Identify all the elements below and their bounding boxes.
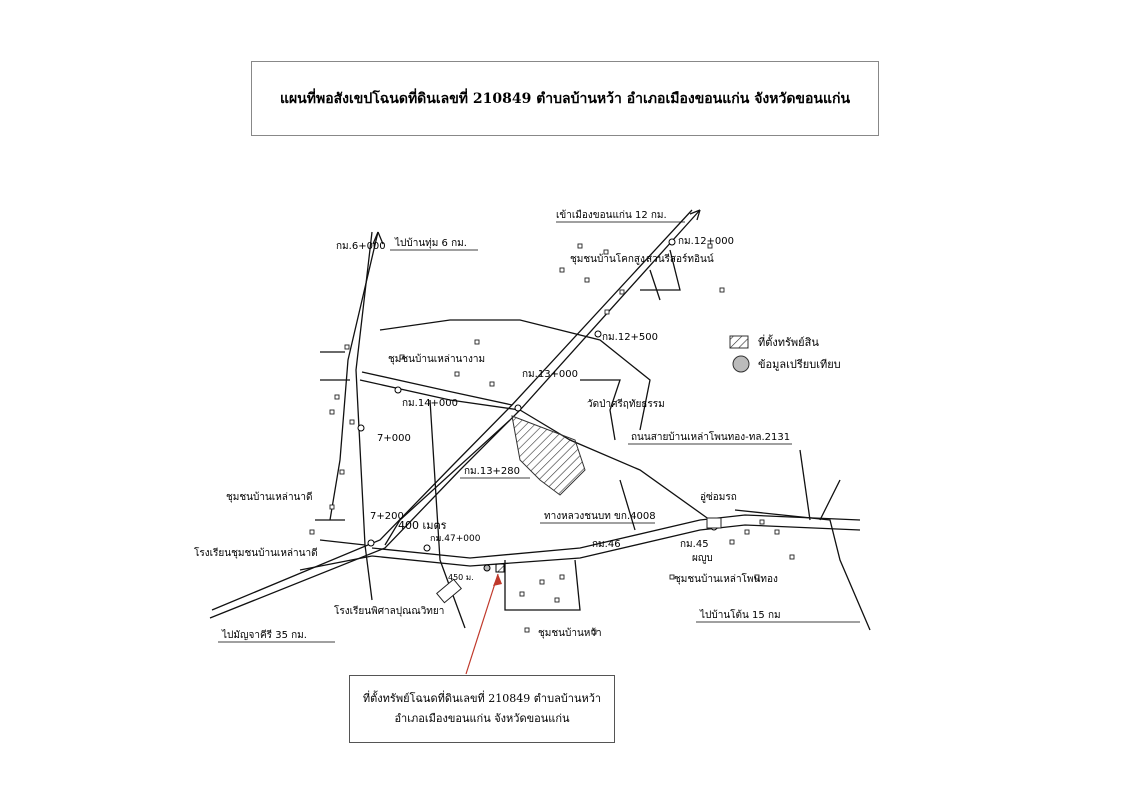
label-school-phisan: โรงเรียนพิศาลปุณณวิทยา bbox=[334, 604, 444, 617]
comparison-marker bbox=[483, 564, 491, 572]
label-community-khok-sung: ชุมชนบ้านโคกสูง bbox=[570, 252, 645, 265]
label-dist-450: 450 ม. bbox=[448, 573, 474, 582]
school-building bbox=[436, 578, 462, 604]
label-dist-400: 400 เมตร bbox=[398, 519, 447, 532]
label-km-45: กม.45 bbox=[680, 539, 709, 550]
label-wat-pa: วัดป่าศรีฤทัยธรรม bbox=[587, 398, 665, 410]
property-note-box: ที่ตั้งทรัพย์โฉนดที่ดินเลขที่ 210849 ตำบ… bbox=[349, 675, 615, 743]
label-km-46: กม.46 bbox=[592, 539, 621, 550]
legend-comparison-label: ข้อมูลเปรียบเทียบ bbox=[758, 358, 841, 371]
main-east-west-road bbox=[371, 514, 861, 559]
road-2131 bbox=[519, 409, 711, 521]
km-markers bbox=[357, 238, 718, 552]
label-km-7-000: 7+000 bbox=[377, 433, 411, 444]
pointer-line bbox=[465, 573, 499, 675]
label-to-ban-thum: ไปบ้านทุ่ม 6 กม. bbox=[394, 237, 467, 249]
label-km-13-000: กม.13+000 bbox=[522, 369, 578, 380]
hatched-area bbox=[511, 415, 586, 496]
label-km-14-000: กม.14+000 bbox=[402, 398, 458, 409]
highway-2131-road bbox=[209, 209, 701, 619]
label-km-12-000: กม.12+000 bbox=[678, 236, 734, 247]
label-to-ban-don: ไปบ้านโต้น 15 กม bbox=[699, 608, 781, 621]
label-km-12-500: กม.12+500 bbox=[602, 332, 658, 343]
note-line-1: ที่ตั้งทรัพย์โฉนดที่ดินเลขที่ 210849 ตำบ… bbox=[362, 692, 602, 705]
label-garage: อู่ซ่อมรถ bbox=[700, 492, 737, 503]
property-marker bbox=[495, 563, 505, 573]
note-line-2: อำเภอเมืองขอนแก่น จังหวัดขอนแก่น bbox=[394, 712, 570, 725]
legend-property-label: ที่ตั้งทรัพย์สิน bbox=[758, 334, 819, 349]
label-km-7-200: 7+200 bbox=[370, 511, 404, 522]
label-rural-road: ทางหลวงชนบท ขก.4008 bbox=[544, 511, 656, 522]
label-km-6-000: กม.6+000 bbox=[336, 241, 386, 252]
title-box: แผนที่พอสังเขปโฉนดที่ดินเลขที่ 210849 ตำ… bbox=[251, 61, 879, 136]
roads bbox=[209, 209, 871, 631]
label-to-khon-kaen: เข้าเมืองขอนแก่น 12 กม. bbox=[556, 209, 667, 221]
label-km-13-280: กม.13+280 bbox=[464, 466, 520, 477]
label-community-lao-phon-thong: ชุมชนบ้านเหล่าโพนทอง bbox=[674, 572, 778, 585]
houses bbox=[309, 243, 795, 635]
legend-comparison-swatch bbox=[732, 355, 750, 373]
map-title: แผนที่พอสังเขปโฉนดที่ดินเลขที่ 210849 ตำ… bbox=[279, 90, 851, 107]
label-community-ban-wa: ชุมชนบ้านหว้า bbox=[538, 627, 602, 639]
label-road-2131: ถนนสายบ้านเหล่าโพนทอง-ทล.2131 bbox=[631, 430, 790, 443]
north-road bbox=[329, 231, 379, 521]
label-km-47-000: กม.47+000 bbox=[430, 534, 481, 544]
garage-building bbox=[706, 517, 722, 529]
label-community-lao-na-di: ชุมชนบ้านเหล่านาดี bbox=[226, 491, 313, 503]
label-community-lao-na-ngam: ชุมชนบ้านเหล่านางาม bbox=[388, 353, 485, 365]
label-sawan-resort: สวนรีสอร์ทอินน์ bbox=[646, 253, 714, 265]
label-school-lao-na-di: โรงเรียนชุมชนบ้านเหล่านาดี bbox=[194, 546, 318, 559]
pointer-arrowhead bbox=[493, 574, 502, 586]
label-to-manchakhiri: ไปมัญจาคีรี 35 กม. bbox=[221, 629, 307, 641]
legend-property-swatch bbox=[729, 335, 749, 349]
label-pump: ผญูบ bbox=[692, 553, 713, 564]
